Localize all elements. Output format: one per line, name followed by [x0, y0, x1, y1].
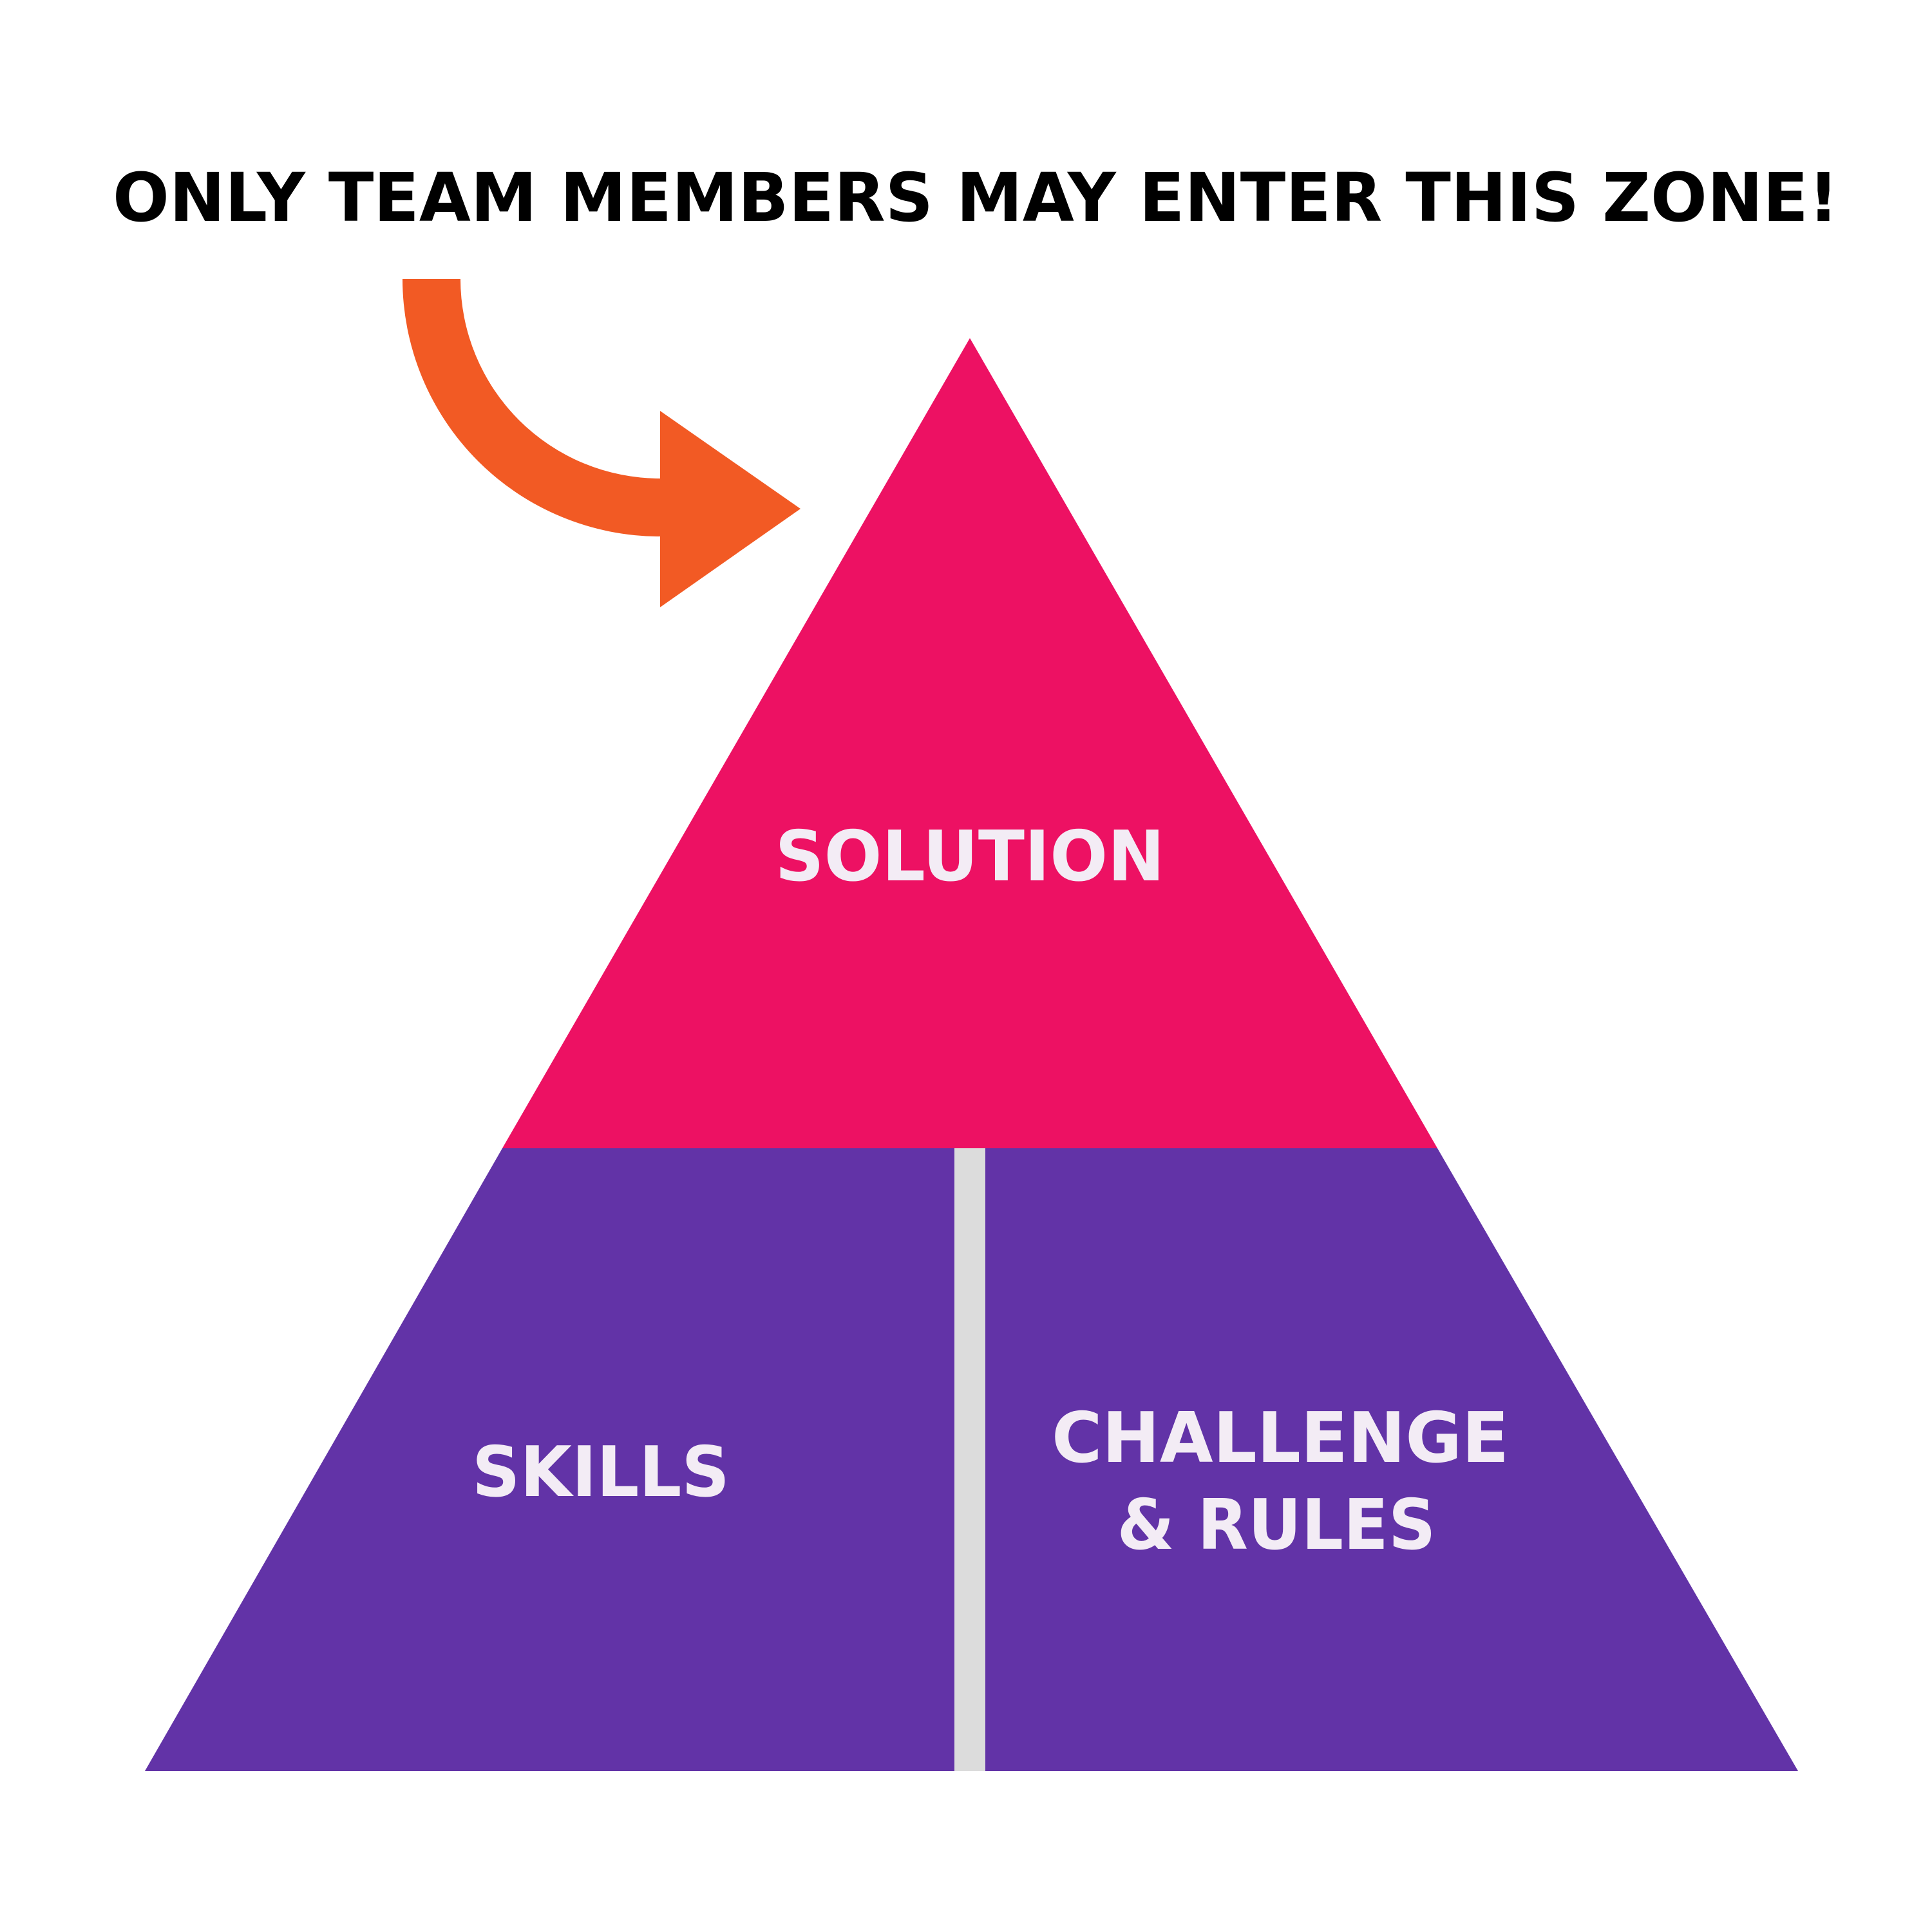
- arrow-head: [660, 411, 800, 607]
- pyramid-bottom-right-section: [985, 1148, 1798, 1771]
- pyramid-top-section: [502, 338, 1437, 1148]
- pyramid-divider: [954, 1148, 985, 1771]
- rules-label: & RULES: [1117, 1485, 1436, 1566]
- arrow-shaft: [402, 279, 660, 536]
- pyramid-bottom-left-section: [145, 1148, 954, 1771]
- solution-label: SOLUTION: [775, 817, 1165, 897]
- challenge-label: CHALLENGE: [1052, 1398, 1509, 1479]
- curved-arrow-icon: [402, 279, 800, 607]
- zone-heading: ONLY TEAM MEMBERS MAY ENTER THIS ZONE!: [113, 158, 1839, 237]
- skills-label: SKILLS: [472, 1432, 730, 1513]
